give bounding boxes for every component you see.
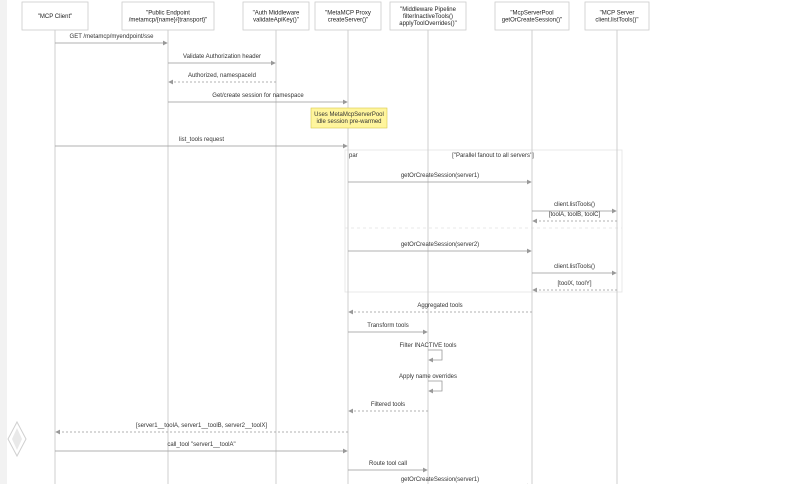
participant-label: "MCP Client" <box>38 14 73 20</box>
message-arrow: Get/create session for namespace <box>168 93 348 105</box>
participant-label: validateApiKey()" <box>253 18 299 24</box>
message-arrow: [server1__toolA, server1__toolB, server2… <box>55 423 348 435</box>
message-arrow: getOrCreateSession(server1) <box>401 477 532 484</box>
participant-label: "Middleware Pipeline <box>400 7 456 13</box>
participant-box <box>389 1 467 31</box>
participant-label: "Public Endpoint <box>146 11 190 17</box>
message-arrow: getOrCreateSession(server1) <box>348 173 532 185</box>
participant-client: "MCP Client" <box>21 1 89 484</box>
message-label: [server1__toolA, server1__toolB, server2… <box>136 423 267 429</box>
participant-label: "Auth Middleware <box>253 11 300 17</box>
par-condition: ["Parallel fanout to all servers"] <box>452 153 534 159</box>
message-arrow: Transform tools <box>348 323 428 335</box>
message-arrow: Filter INACTIVE tools <box>399 343 457 363</box>
participant-box <box>21 1 89 31</box>
participant-label: filterInactiveTools() <box>403 14 453 20</box>
self-arrow-line <box>428 349 443 363</box>
participant-label: "McpServerPool <box>510 11 553 17</box>
message-label: getOrCreateSession(server2) <box>401 242 479 248</box>
participant-box <box>121 1 215 31</box>
message-arrow: Aggregated tools <box>348 303 532 315</box>
message-label: Validate Authorization header <box>183 54 261 60</box>
message-arrow: Route tool call <box>348 461 428 473</box>
participant-box <box>584 1 650 31</box>
self-arrow-line <box>428 380 443 394</box>
message-arrow: [toolA, toolB, toolC] <box>532 212 617 224</box>
note-text: idle session pre-warmed <box>316 119 381 125</box>
par-keyword: par <box>349 153 358 159</box>
note-box <box>310 107 388 129</box>
message-label: Authorized, namespaceId <box>188 73 256 79</box>
participant-box <box>314 1 382 31</box>
participant-label: client.listTools()" <box>595 18 638 24</box>
participant-label: "MetaMCP Proxy <box>325 11 371 17</box>
message-arrow: Validate Authorization header <box>168 54 276 66</box>
participant-label: applyToolOverrides()" <box>399 21 456 27</box>
message-arrow: Apply name overrides <box>399 374 457 394</box>
message-label: Apply name overrides <box>399 374 457 380</box>
message-label: Transform tools <box>367 323 408 329</box>
message-label: getOrCreateSession(server1) <box>401 477 479 483</box>
message-label: GET /metamcp/myendpoint/sse <box>70 34 155 40</box>
message-arrow: list_tools request <box>55 137 348 149</box>
participant-pipeline: "Middleware PipelinefilterInactiveTools(… <box>389 1 467 484</box>
message-arrow: Filtered tools <box>348 402 428 414</box>
message-arrow: Authorized, namespaceId <box>168 73 276 85</box>
message-arrow: getOrCreateSession(server2) <box>348 242 532 254</box>
message-label: Filter INACTIVE tools <box>399 343 456 349</box>
participant-label: /metamcp/{name}/{transport}" <box>129 18 208 24</box>
participant-label: getOrCreateSession()" <box>502 18 563 24</box>
message-label: Get/create session for namespace <box>212 93 304 99</box>
message-label: call_tool "server1__toolA" <box>167 442 235 448</box>
message-label: Filtered tools <box>371 402 405 408</box>
message-label: [toolA, toolB, toolC] <box>549 212 601 218</box>
participant-endpoint: "Public Endpoint/metamcp/{name}/{transpo… <box>121 1 215 484</box>
message-label: list_tools request <box>179 137 224 143</box>
message-label: Aggregated tools <box>417 303 462 309</box>
message-arrow: client.listTools() <box>532 202 617 214</box>
participant-box <box>494 1 570 31</box>
app-logo-icon <box>7 420 27 458</box>
message-arrow: [toolX, toolY] <box>532 281 617 293</box>
participant-label: "MCP Server <box>600 11 635 17</box>
message-label: getOrCreateSession(server1) <box>401 173 479 179</box>
message-label: client.listTools() <box>554 264 595 270</box>
message-arrow: client.listTools() <box>532 264 617 276</box>
message-arrow: call_tool "server1__toolA" <box>55 442 348 454</box>
message-label: Route tool call <box>369 461 407 467</box>
note-text: Uses MetaMcpServerPool <box>314 112 384 118</box>
participant-label: createServer()" <box>328 18 368 24</box>
message-label: [toolX, toolY] <box>557 281 591 287</box>
par-block: par ["Parallel fanout to all servers"] <box>344 149 623 293</box>
par-frame <box>344 149 623 293</box>
participant-box <box>242 1 310 31</box>
message-label: client.listTools() <box>554 202 595 208</box>
message-arrow: GET /metamcp/myendpoint/sse <box>55 34 168 46</box>
left-rail <box>0 0 7 484</box>
